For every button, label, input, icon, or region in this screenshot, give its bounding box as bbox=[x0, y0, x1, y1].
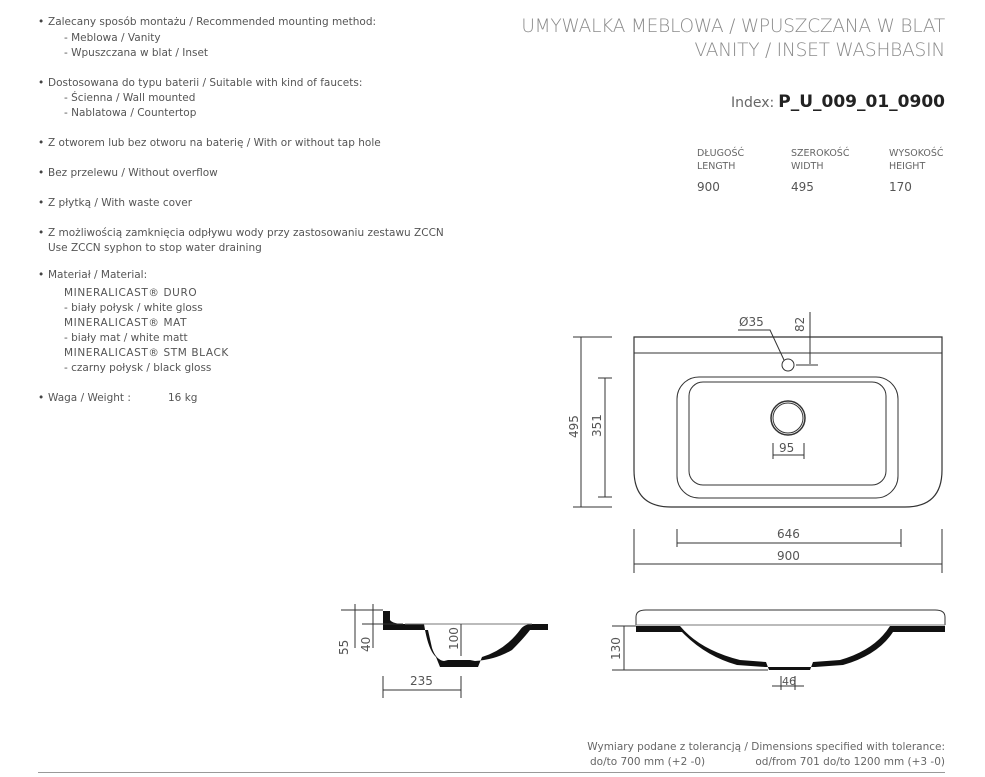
height-label-en: HEIGHT bbox=[889, 161, 926, 172]
material-name: MINERALICAST® STM BLACK bbox=[64, 347, 229, 359]
index-label: Index: bbox=[731, 95, 775, 111]
width-value: 495 bbox=[791, 180, 814, 194]
dim-55 bbox=[341, 604, 383, 648]
product-index: Index:P_U_009_01_0900 bbox=[731, 92, 945, 112]
side-section-profile bbox=[383, 611, 548, 667]
length-label-en: LENGTH bbox=[697, 161, 736, 172]
dim-label-tap: Ø35 bbox=[739, 315, 764, 329]
faucets-label: Dostosowana do typu baterii / Suitable w… bbox=[38, 77, 362, 90]
weight-value: 16 kg bbox=[168, 392, 198, 404]
height-value: 170 bbox=[889, 180, 912, 194]
overflow-feature: Bez przelewu / Without overflow bbox=[38, 167, 218, 180]
index-value: P_U_009_01_0900 bbox=[778, 92, 945, 112]
height-header: WYSOKOŚĆ HEIGHT bbox=[889, 147, 944, 173]
material-desc: - biały połysk / white gloss bbox=[64, 302, 203, 314]
dim-495 bbox=[573, 336, 612, 508]
dim-95 bbox=[772, 443, 805, 459]
zccn-feature: Z możliwością zamknięcia odpływu wody pr… bbox=[38, 227, 444, 240]
mounting-item: - Wpuszczana w blat / Inset bbox=[64, 47, 209, 59]
title-pl: UMYWALKA MEBLOWA / WPUSZCZANA W BLAT bbox=[521, 16, 945, 37]
bowl-inner bbox=[688, 381, 887, 486]
dim-46 bbox=[772, 676, 804, 690]
dim-label-82: 82 bbox=[793, 317, 807, 332]
dim-label-235: 235 bbox=[410, 674, 433, 688]
length-value: 900 bbox=[697, 180, 720, 194]
side-section-view: 55 40 100 235 bbox=[337, 604, 548, 698]
material-desc: - biały mat / white matt bbox=[64, 332, 188, 344]
tap-hole-feature: Z otworem lub bez otworu na baterię / Wi… bbox=[38, 137, 381, 150]
dim-130 bbox=[612, 625, 768, 671]
material-desc: - czarny połysk / black gloss bbox=[64, 362, 212, 374]
width-label-pl: SZEROKOŚĆ bbox=[791, 148, 850, 159]
dim-label-46: 46 bbox=[782, 675, 796, 688]
dim-label-495: 495 bbox=[567, 415, 581, 438]
dim-label-95: 95 bbox=[779, 441, 794, 455]
dim-label-100: 100 bbox=[447, 627, 461, 650]
dim-label-646: 646 bbox=[777, 527, 800, 541]
faucet-item: - Ścienna / Wall mounted bbox=[64, 92, 196, 104]
waste-cover-feature: Z płytką / With waste cover bbox=[38, 197, 192, 210]
drain-inner bbox=[772, 402, 804, 434]
material-label: Materiał / Material: bbox=[38, 269, 147, 282]
tolerance-heading: Wymiary podane z tolerancją / Dimensions… bbox=[587, 741, 945, 753]
height-label-pl: WYSOKOŚĆ bbox=[889, 148, 944, 159]
front-section-profile bbox=[636, 626, 945, 670]
material-name: MINERALICAST® DURO bbox=[64, 287, 198, 299]
faucet-item: - Nablatowa / Countertop bbox=[64, 107, 197, 119]
front-rim-top bbox=[635, 609, 946, 625]
dim-646 bbox=[676, 529, 902, 547]
dim-900 bbox=[633, 529, 943, 573]
width-header: SZEROKOŚĆ WIDTH bbox=[791, 147, 849, 173]
width-label-en: WIDTH bbox=[791, 161, 824, 172]
dim-235 bbox=[382, 676, 462, 698]
length-header: DŁUGOŚĆ LENGTH bbox=[697, 147, 744, 173]
dim-label-130: 130 bbox=[609, 637, 623, 660]
mounting-item: - Meblowa / Vanity bbox=[64, 32, 161, 44]
tolerance-up-to-700: do/to 700 mm (+2 -0) bbox=[590, 756, 706, 768]
dim-40 bbox=[362, 604, 403, 648]
basin-outline bbox=[633, 336, 943, 508]
tolerance-701-to-1200: od/from 701 do/to 1200 mm (+3 -0) bbox=[755, 756, 945, 768]
weight-label: Waga / Weight : bbox=[38, 392, 131, 405]
bowl-outer bbox=[676, 376, 899, 499]
dim-label-900: 900 bbox=[777, 549, 800, 563]
tap-leader bbox=[738, 329, 785, 361]
mounting-label: Zalecany sposób montażu / Recommended mo… bbox=[38, 16, 376, 29]
zccn-feature-en: Use ZCCN syphon to stop water draining bbox=[48, 242, 262, 254]
title-en: VANITY / INSET WASHBASIN bbox=[694, 40, 945, 61]
front-section-view: 130 46 bbox=[609, 609, 946, 690]
dim-351 bbox=[598, 377, 612, 498]
dim-82 bbox=[796, 312, 818, 366]
footer-divider bbox=[38, 772, 945, 773]
drain bbox=[770, 400, 806, 436]
material-name: MINERALICAST® MAT bbox=[64, 317, 188, 329]
tap-hole bbox=[781, 358, 795, 372]
dim-label-55: 55 bbox=[337, 640, 351, 655]
top-view: Ø35 82 95 495 351 646 900 bbox=[567, 312, 943, 573]
dim-label-40: 40 bbox=[359, 637, 373, 652]
length-label-pl: DŁUGOŚĆ bbox=[697, 148, 745, 159]
dim-label-351: 351 bbox=[590, 414, 604, 437]
